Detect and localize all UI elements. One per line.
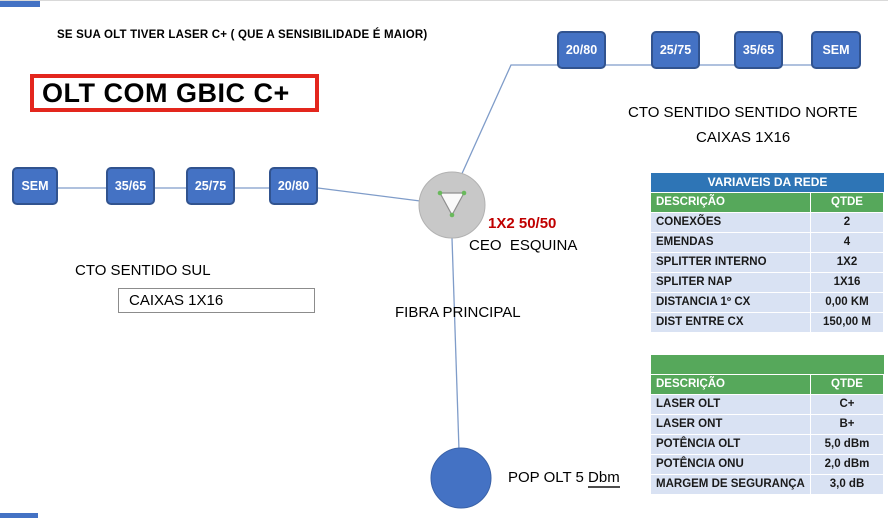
table-header-row: DESCRIÇÃO QTDE bbox=[651, 375, 884, 395]
selection-handle-icon bbox=[437, 190, 443, 196]
cell-qtde: 2,0 dBm bbox=[811, 455, 884, 475]
fibra-principal-label: FIBRA PRINCIPAL bbox=[395, 304, 521, 321]
cell-qtde: 1X16 bbox=[811, 273, 884, 293]
header-qtde-cell: QTDE bbox=[811, 375, 884, 395]
ratio-box-label: 35/65 bbox=[742, 43, 775, 57]
ratio-box-label: 35/65 bbox=[114, 179, 147, 193]
caixas-sul-box[interactable]: CAIXAS 1X16 bbox=[118, 288, 315, 313]
corner-bar-bottom bbox=[0, 513, 38, 518]
ratio-box-label: 25/75 bbox=[659, 43, 692, 57]
table-row: SPLITER NAP 1X16 bbox=[651, 273, 884, 293]
cell-desc: LASER OLT bbox=[651, 395, 811, 415]
pop-olt-label-text: POP OLT 5 bbox=[508, 469, 589, 486]
caixas-norte-label: CAIXAS 1X16 bbox=[696, 129, 791, 146]
cell-qtde: 0,00 KM bbox=[811, 293, 884, 313]
cell-desc: MARGEM DE SEGURANÇA bbox=[651, 475, 811, 495]
ratio-box-label: SEM bbox=[21, 179, 49, 193]
connector-line-north-branch bbox=[459, 64, 838, 179]
cell-qtde: 3,0 dB bbox=[811, 475, 884, 495]
cell-desc: SPLITER NAP bbox=[651, 273, 811, 293]
cto-norte-label: CTO SENTIDO SENTIDO NORTE bbox=[628, 104, 858, 121]
splitter-ratio-box-south-1[interactable]: SEM bbox=[12, 167, 58, 205]
olt-gbic-label: OLT COM GBIC C+ bbox=[42, 77, 290, 108]
ceo-esquina-label: CEO ESQUINA bbox=[469, 237, 578, 254]
selection-handle-icon bbox=[461, 190, 467, 196]
table-row: DISTANCIA 1º CX 0,00 KM bbox=[651, 293, 884, 313]
cell-qtde: 1X2 bbox=[811, 253, 884, 273]
cell-desc: DISTANCIA 1º CX bbox=[651, 293, 811, 313]
selection-handle-icon bbox=[449, 212, 455, 218]
table-row: DIST ENTRE CX 150,00 M bbox=[651, 313, 884, 333]
table-row: POTÊNCIA ONU 2,0 dBm bbox=[651, 455, 884, 475]
cell-qtde: 4 bbox=[811, 233, 884, 253]
ratio-box-label: 20/80 bbox=[277, 179, 310, 193]
network-variables-table: VARIAVEIS DA REDE DESCRIÇÃO QTDE CONEXÕE… bbox=[651, 173, 884, 333]
caixas-sul-label: CAIXAS 1X16 bbox=[129, 292, 224, 309]
table-row: LASER OLT C+ bbox=[651, 395, 884, 415]
cell-desc: POTÊNCIA OLT bbox=[651, 435, 811, 455]
splitter-ratio-box-south-3[interactable]: 25/75 bbox=[186, 167, 235, 205]
cell-desc: LASER ONT bbox=[651, 415, 811, 435]
pop-olt-unit-text: Dbm bbox=[588, 469, 620, 488]
cell-qtde: 5,0 dBm bbox=[811, 435, 884, 455]
cell-qtde: 150,00 M bbox=[811, 313, 884, 333]
laser-power-table: DESCRIÇÃO QTDE LASER OLT C+ LASER ONT B+… bbox=[651, 355, 884, 495]
ratio-box-label: 25/75 bbox=[194, 179, 227, 193]
connector-line-main-fiber bbox=[451, 237, 460, 451]
splitter-ratio-box-south-4[interactable]: 20/80 bbox=[269, 167, 318, 205]
olt-gbic-box[interactable]: OLT COM GBIC C+ bbox=[30, 74, 319, 112]
cto-sul-label: CTO SENTIDO SUL bbox=[75, 262, 211, 279]
table-row: MARGEM DE SEGURANÇA 3,0 dB bbox=[651, 475, 884, 495]
splitter-ratio-box-north-1[interactable]: 20/80 bbox=[557, 31, 606, 69]
ratio-box-label: 20/80 bbox=[565, 43, 598, 57]
ratio-box-label: SEM bbox=[822, 43, 850, 57]
cell-desc: EMENDAS bbox=[651, 233, 811, 253]
header-qtde-cell: QTDE bbox=[811, 193, 884, 213]
cell-desc: CONEXÕES bbox=[651, 213, 811, 233]
table-row: LASER ONT B+ bbox=[651, 415, 884, 435]
pop-olt-node-circle[interactable] bbox=[430, 447, 492, 509]
splitter-ratio-box-south-2[interactable]: 35/65 bbox=[106, 167, 155, 205]
table-title: VARIAVEIS DA REDE bbox=[651, 173, 884, 193]
cell-desc: POTÊNCIA ONU bbox=[651, 455, 811, 475]
cell-desc: SPLITTER INTERNO bbox=[651, 253, 811, 273]
splitter-ratio-box-north-4[interactable]: SEM bbox=[811, 31, 861, 69]
table-row: CONEXÕES 2 bbox=[651, 213, 884, 233]
table-row: POTÊNCIA OLT 5,0 dBm bbox=[651, 435, 884, 455]
table-row: EMENDAS 4 bbox=[651, 233, 884, 253]
splitter-triangle-icon[interactable] bbox=[438, 192, 466, 217]
cell-qtde: 2 bbox=[811, 213, 884, 233]
splitter-ratio-box-north-2[interactable]: 25/75 bbox=[651, 31, 700, 69]
table-header-row: DESCRIÇÃO QTDE bbox=[651, 193, 884, 213]
splitter-ratio-box-north-3[interactable]: 35/65 bbox=[734, 31, 783, 69]
cell-qtde: B+ bbox=[811, 415, 884, 435]
corner-bar-top bbox=[0, 1, 40, 7]
pop-olt-label: POP OLT 5 Dbm bbox=[508, 469, 620, 488]
sensitivity-note: SE SUA OLT TIVER LASER C+ ( QUE A SENSIB… bbox=[57, 29, 428, 41]
splitter-ratio-label: 1X2 50/50 bbox=[488, 215, 557, 232]
header-desc-cell: DESCRIÇÃO bbox=[651, 193, 811, 213]
cell-desc: DIST ENTRE CX bbox=[651, 313, 811, 333]
table-row: SPLITTER INTERNO 1X2 bbox=[651, 253, 884, 273]
table-top-bar bbox=[651, 355, 884, 375]
header-desc-cell: DESCRIÇÃO bbox=[651, 375, 811, 395]
cell-qtde: C+ bbox=[811, 395, 884, 415]
